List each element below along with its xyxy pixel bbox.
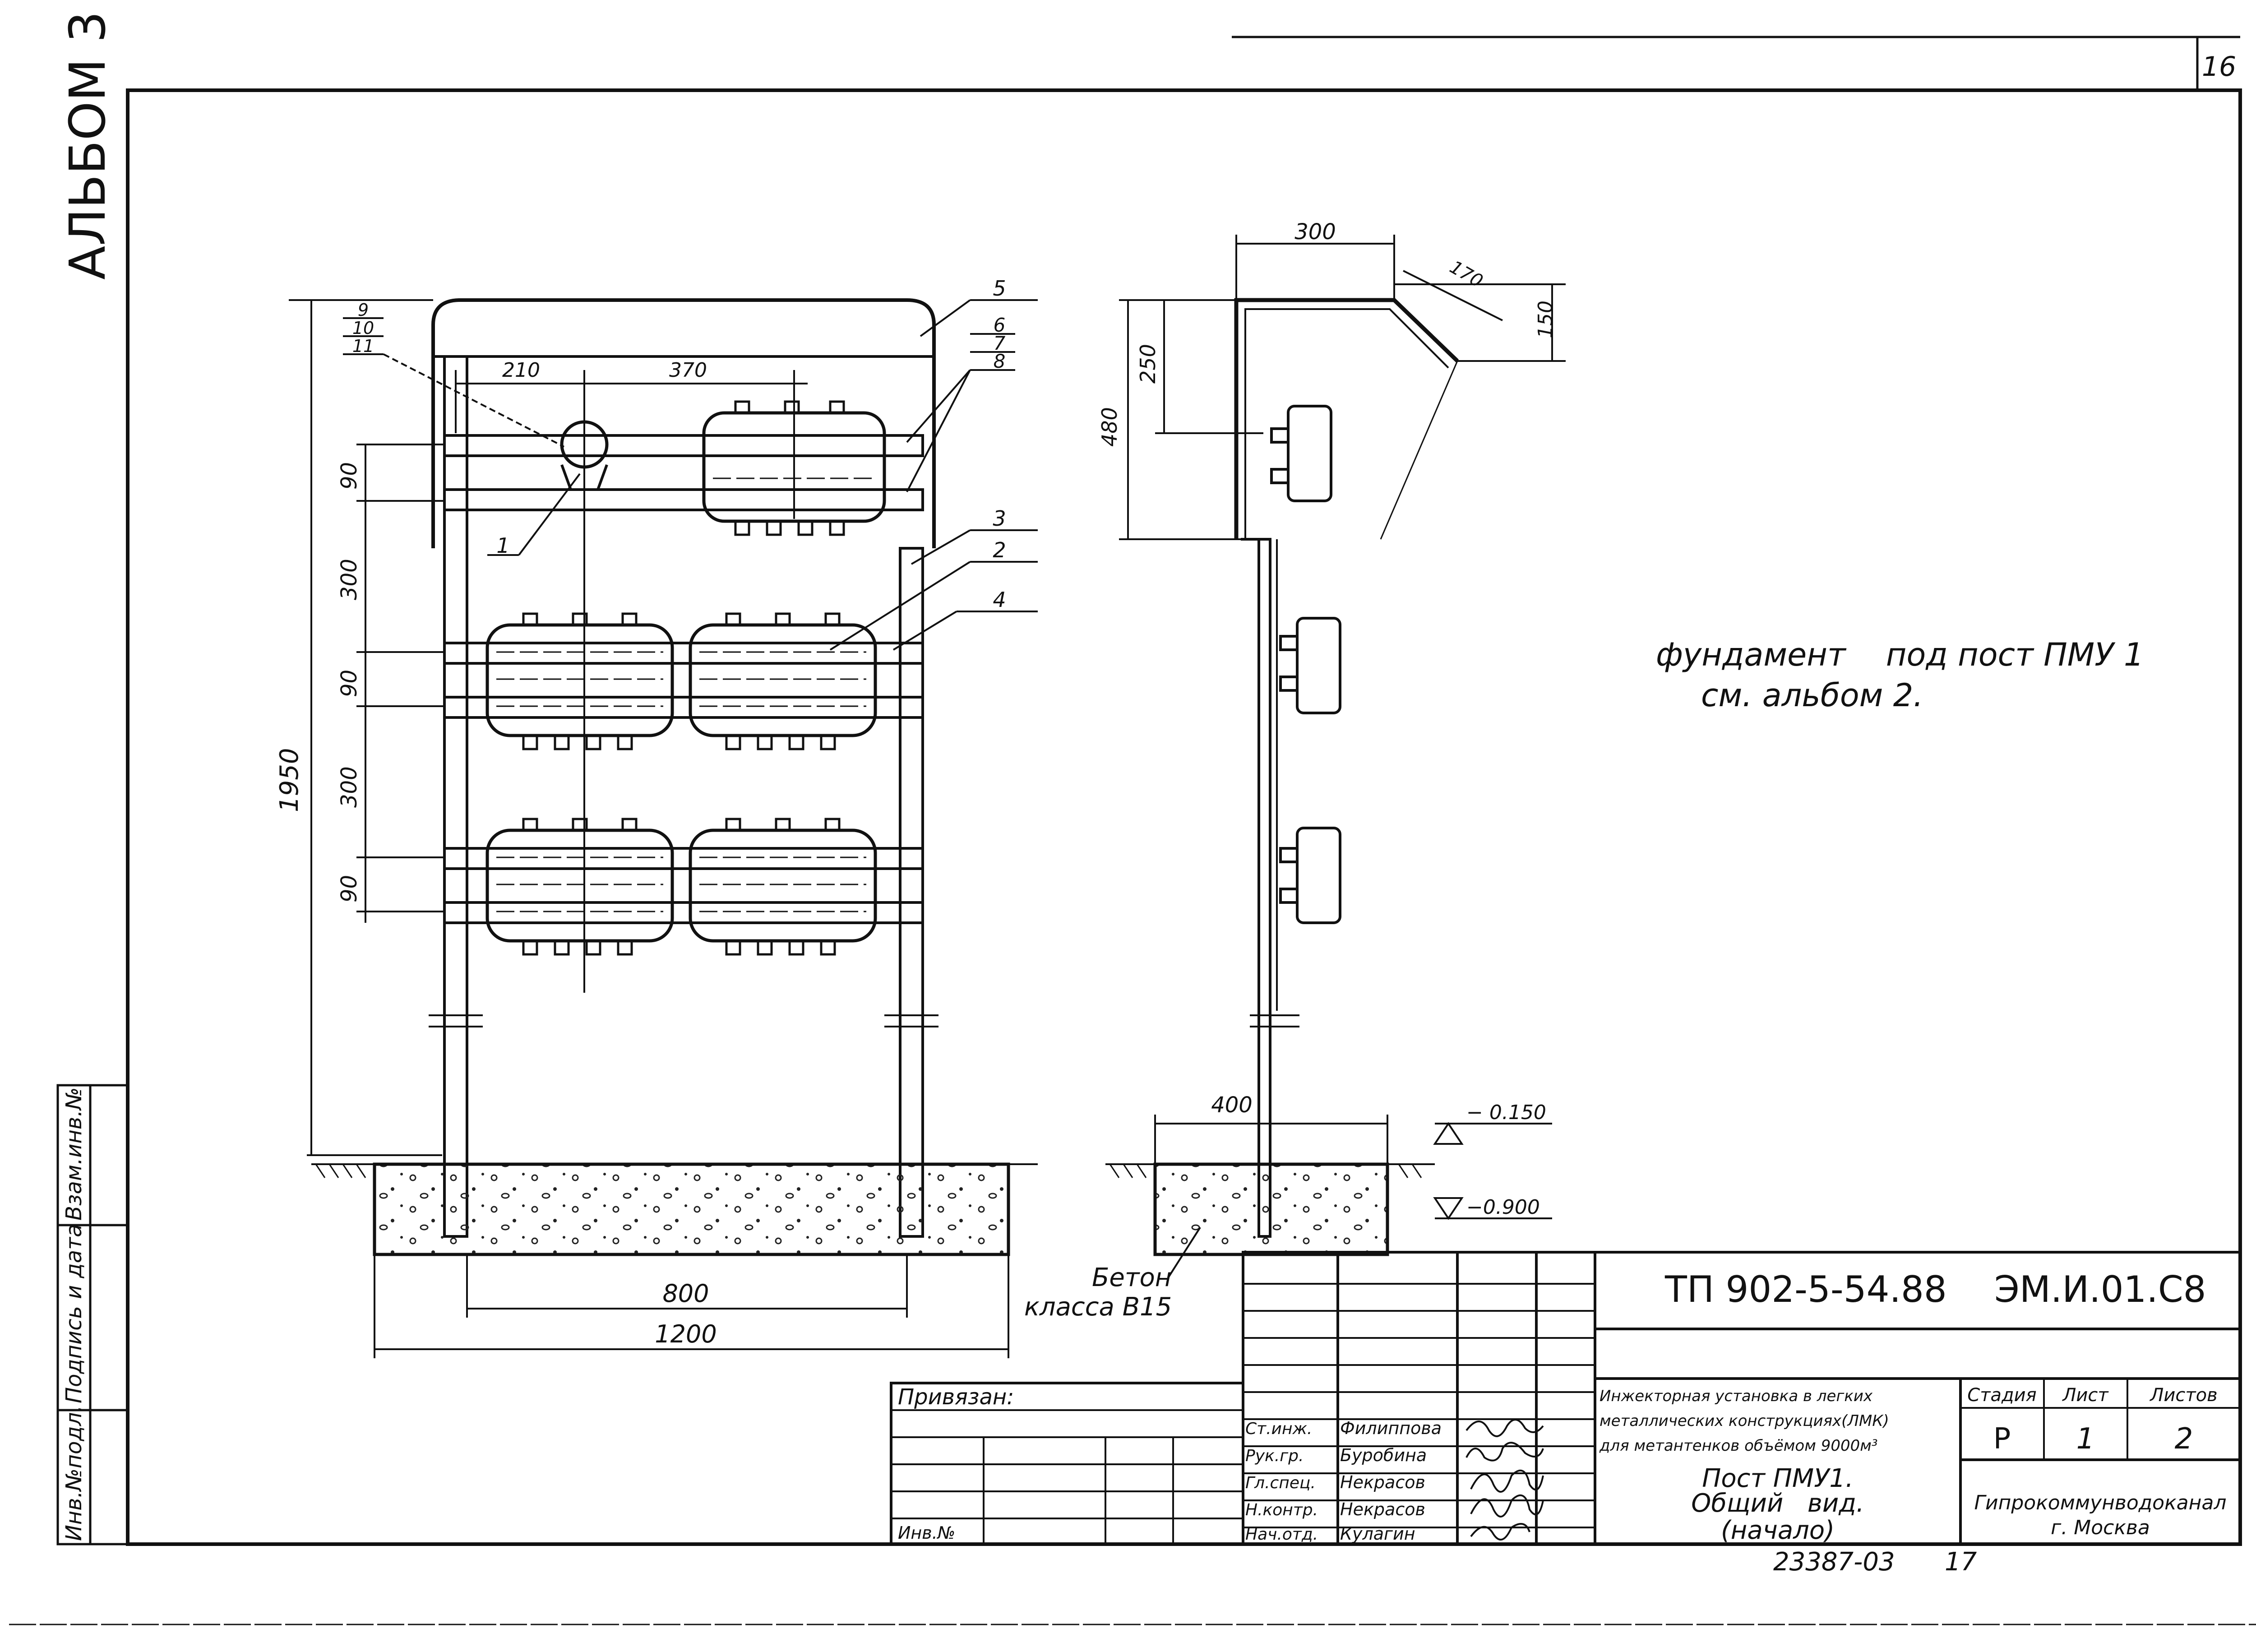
- side-dimensions: [1119, 235, 1566, 1220]
- role-5-name: Кулагин: [1340, 1524, 1415, 1544]
- dim-90-a: 90: [337, 462, 362, 490]
- side-dim-400: 400: [1211, 1092, 1253, 1118]
- front-view: [311, 298, 1038, 1256]
- concrete-label-2: класса В15: [1024, 1292, 1172, 1322]
- sheet-label: Лист: [2062, 1385, 2109, 1406]
- sheets-label: Листов: [2149, 1385, 2217, 1406]
- sheet-title-3: (начало): [1721, 1516, 1835, 1545]
- archive-number: 23387-03: [1773, 1547, 1895, 1577]
- role-1: Ст.инж.: [1245, 1420, 1312, 1438]
- page-number: 16: [2202, 51, 2236, 83]
- side-dim-250: 250: [1136, 344, 1160, 384]
- inv-label: Инв.№: [898, 1523, 955, 1543]
- role-2: Рук.гр.: [1245, 1447, 1304, 1465]
- callout-11: 11: [352, 336, 374, 356]
- sheets-value: 2: [2175, 1422, 2193, 1456]
- project-line-1: Инжекторная установка в легких: [1600, 1387, 1873, 1405]
- callout-9: 9: [358, 300, 369, 320]
- callout-5: 5: [993, 276, 1006, 301]
- signatures: [1465, 1419, 1544, 1541]
- dim-90-c: 90: [337, 875, 362, 902]
- level-minus-0900: −0.900: [1466, 1196, 1540, 1219]
- callout-3: 3: [993, 506, 1006, 531]
- album-label: АЛЬБОМ 3: [59, 11, 116, 280]
- doc-code: ТП 902-5-54.88: [1664, 1268, 1947, 1310]
- side-dim-480: 480: [1097, 407, 1122, 447]
- dim-90-b: 90: [337, 670, 362, 697]
- side-dim-170: 170: [1446, 257, 1486, 292]
- dim-300-a: 300: [337, 559, 362, 600]
- side-view: [1105, 298, 1459, 1256]
- callout-7: 7: [994, 332, 1006, 354]
- callout-lines: [343, 299, 1038, 651]
- dim-1200: 1200: [655, 1320, 717, 1348]
- role-1-name: Филиппова: [1340, 1418, 1442, 1438]
- sheet-value: 1: [2076, 1422, 2095, 1456]
- callout-8: 8: [994, 350, 1006, 372]
- side-dim-300: 300: [1294, 219, 1336, 245]
- stamp-inv-replace: Взам.инв.№: [61, 1087, 87, 1221]
- role-4: Н.контр.: [1245, 1501, 1318, 1519]
- project-line-3: для метантенков объёмом 9000м³: [1599, 1437, 1878, 1455]
- archive-page: 17: [1945, 1547, 1977, 1577]
- dim-210: 210: [502, 359, 540, 382]
- bound-label: Привязан:: [898, 1384, 1014, 1410]
- org-name: Гипрокоммунводоканал: [1974, 1491, 2226, 1514]
- side-dim-150: 150: [1534, 301, 1557, 338]
- foundation-note-2: см. альбом 2.: [1701, 677, 1923, 714]
- concrete-leader: [1168, 1226, 1201, 1278]
- stamp-sign-date: Подпись и дата: [61, 1224, 87, 1403]
- front-dimensions: [289, 299, 1009, 1358]
- dim-1950: 1950: [275, 748, 304, 812]
- concrete-label-1: Бетон: [1092, 1263, 1171, 1292]
- role-3-name: Некрасов: [1340, 1472, 1425, 1492]
- doc-mark: ЭМ.И.01.С8: [1994, 1268, 2206, 1310]
- stage-label: Стадия: [1967, 1385, 2036, 1406]
- title-block: [890, 1251, 2242, 1546]
- callout-2: 2: [993, 538, 1006, 562]
- callout-6: 6: [994, 314, 1006, 336]
- callout-1: 1: [496, 533, 509, 558]
- stage-value: Р: [1993, 1422, 2011, 1456]
- role-4-name: Некрасов: [1340, 1499, 1425, 1519]
- role-5: Нач.отд.: [1245, 1525, 1318, 1544]
- sheet-title-2: Общий вид.: [1691, 1489, 1864, 1518]
- foundation-note-1: фундамент под пост ПМУ 1: [1656, 636, 2144, 673]
- dim-370: 370: [669, 359, 707, 382]
- role-3: Гл.спец.: [1245, 1474, 1316, 1492]
- callout-4: 4: [993, 588, 1006, 612]
- role-2-name: Буробина: [1340, 1445, 1427, 1465]
- sheet-title-1: Пост ПМУ1.: [1702, 1464, 1854, 1493]
- org-city: г. Москва: [2051, 1516, 2150, 1539]
- callout-10: 10: [352, 318, 374, 338]
- dim-800: 800: [662, 1279, 709, 1308]
- stamp-inv-orig: Инв.№подл.: [61, 1405, 87, 1541]
- level-minus-0150: − 0.150: [1466, 1101, 1546, 1124]
- sheet-frame: [9, 36, 2256, 1625]
- project-line-2: металлических конструкциях(ЛМК): [1600, 1412, 1889, 1430]
- side-stamp: [56, 1084, 129, 1546]
- dim-300-b: 300: [337, 766, 362, 808]
